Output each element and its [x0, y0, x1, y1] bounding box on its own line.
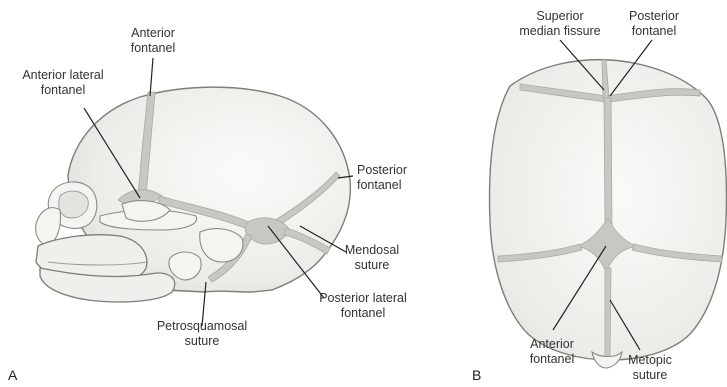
sagittal-suture	[604, 98, 612, 225]
panel-label-b: B	[472, 367, 481, 383]
panel-label-a: A	[8, 367, 18, 383]
lateral-skull-view	[36, 87, 351, 302]
superior-skull-view	[490, 60, 727, 368]
metopic-suture-shape	[605, 268, 611, 358]
orbit-inner	[59, 191, 89, 218]
